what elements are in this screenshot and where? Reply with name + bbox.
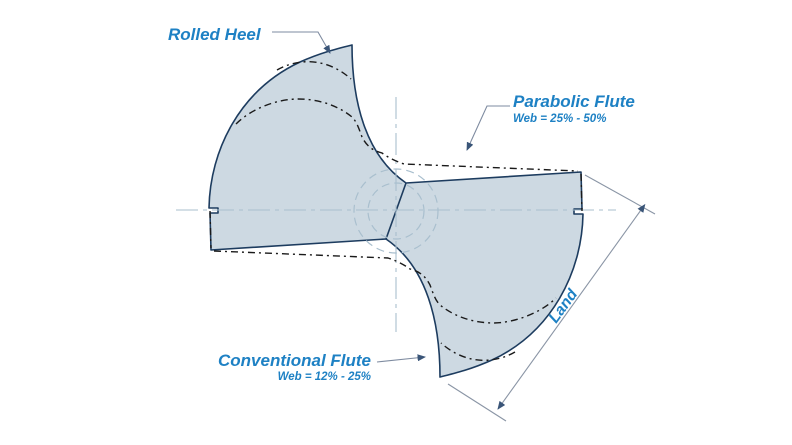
parabolic-profile-left-edge bbox=[209, 210, 212, 249]
land-extension-line-top bbox=[584, 174, 656, 215]
outer-web-circle bbox=[353, 168, 439, 254]
land-dimension-line bbox=[497, 203, 646, 410]
conventional-flute-label: Conventional Flute bbox=[218, 351, 371, 370]
rolled-heel-leader-line bbox=[272, 31, 331, 54]
conventional-flute-web-range: Web = 12% - 25% bbox=[278, 371, 371, 383]
rolled-heel-curve-top bbox=[276, 61, 352, 80]
land-dimension bbox=[447, 174, 656, 422]
inner-web-circle bbox=[367, 182, 425, 240]
web-diameter-circles bbox=[353, 168, 439, 254]
parabolic-profile-top bbox=[235, 98, 579, 172]
parabolic-flute-leader-line bbox=[466, 105, 510, 151]
rolled-heel-label: Rolled Heel bbox=[168, 25, 262, 44]
land-extension-line-bottom bbox=[447, 383, 507, 422]
parabolic-flute-web-range: Web = 25% - 50% bbox=[513, 113, 606, 125]
parabolic-profile-right-edge bbox=[580, 173, 583, 212]
parabolic-flute-label: Parabolic Flute bbox=[513, 92, 635, 111]
conventional-flute-leader-line bbox=[376, 354, 426, 363]
leader-lines bbox=[272, 31, 510, 363]
